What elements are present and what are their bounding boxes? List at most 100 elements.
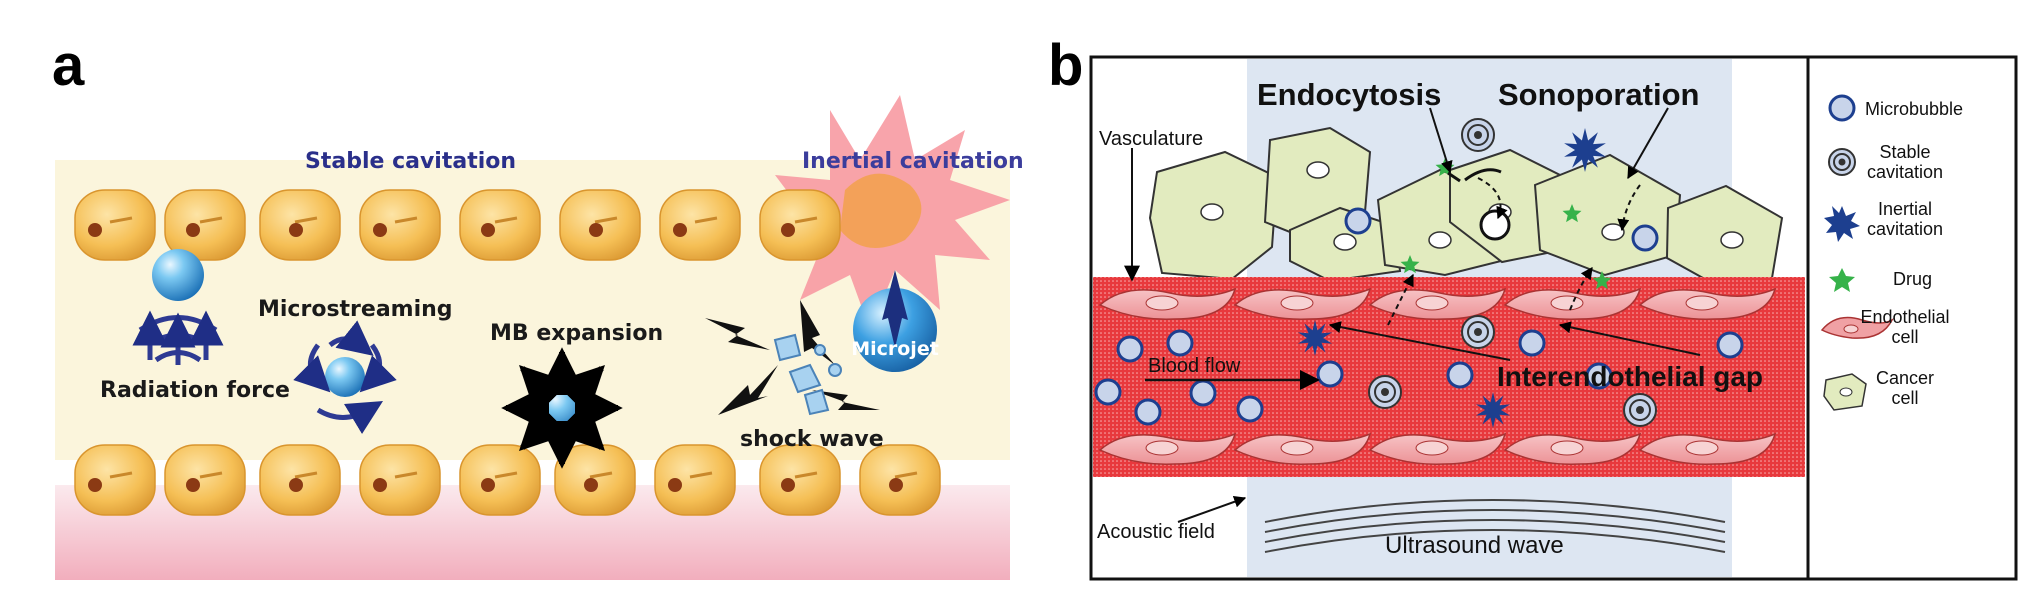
top-endothelial-cell [164, 189, 246, 261]
vasculature-label: Vasculature [1099, 128, 1203, 150]
endothelial-cell-top [1368, 287, 1507, 320]
cancer-cell [1289, 206, 1402, 283]
bottom-endothelial-cell [164, 444, 246, 516]
legend-drug-icon [1829, 268, 1855, 292]
endothelial-cell-top [1503, 287, 1642, 320]
inertial-cavitation-star [1297, 320, 1333, 356]
interendothelial-gap-label: Interendothelial gap [1497, 361, 1763, 392]
radiation-force-waves-icon [132, 310, 224, 365]
legend-cancer-label-2: cell [1891, 388, 1918, 408]
radiation-force-label: Radiation force [100, 378, 290, 403]
microbubble [1134, 398, 1162, 426]
drug-star [1562, 204, 1582, 223]
gap-dashed-arrow [1569, 267, 1593, 311]
legend-microbubble-label: Microbubble [1865, 99, 1963, 119]
expanding-bubble [540, 386, 584, 430]
panel-b: b [1048, 33, 2018, 581]
top-endothelial-cell [659, 189, 741, 261]
microbubble [1344, 207, 1372, 235]
inertial-cavitation-markers [1297, 128, 1606, 428]
inertial-cavitation-star [1475, 392, 1511, 428]
legend-endothelial-cell-icon [1820, 316, 1894, 339]
panel-a-letter: a [52, 33, 85, 98]
legend-inertial-label-2: cavitation [1867, 219, 1943, 239]
ultrasound-wave-arcs [1264, 499, 1726, 553]
endothelial-top-layer [1098, 287, 1777, 320]
microbubble [1166, 329, 1194, 357]
stable-cavitation-bubble [1368, 375, 1402, 409]
bottom-endothelial-cell [554, 444, 636, 516]
bottom-endothelial-cell [359, 444, 441, 516]
bottom-endothelial-cell [74, 444, 156, 516]
stable-cavitation-bubble [1623, 393, 1657, 427]
endocytosis-arrow [1429, 107, 1453, 174]
microstreaming-label: Microstreaming [258, 297, 453, 322]
microbubble [1446, 361, 1474, 389]
endothelial-cell-bottom [1638, 432, 1777, 465]
microbubble [1631, 224, 1659, 252]
microjet-arrow-icon [882, 270, 908, 348]
bottom-cell-row [74, 444, 941, 516]
legend-cancer-label-1: Cancer [1876, 368, 1934, 388]
legend-inertial-cavitation-icon [1824, 206, 1860, 242]
shock-wave-bolts-icon [705, 300, 880, 415]
membrane-invagination [1464, 168, 1502, 182]
radiation-force-bubble [152, 249, 204, 301]
endothelial-cell-top [1638, 287, 1777, 320]
endothelial-cell-bottom [1233, 432, 1372, 465]
blood-microbubbles [1094, 118, 1744, 427]
legend: Microbubble Stable cavitation Inertial c… [1820, 94, 1963, 411]
transcytosis-dashed-arrow [1387, 273, 1414, 326]
cancer-cell-layer [1148, 126, 1784, 285]
bottom-endothelial-cell [654, 444, 736, 516]
endothelial-cell-bottom [1098, 432, 1237, 465]
endocytosis-vesicle [1479, 209, 1511, 241]
legend-stable-label-2: cavitation [1867, 162, 1943, 182]
panel-b-letter: b [1048, 33, 1083, 98]
expansion-arrow [554, 365, 605, 416]
top-cell-row [74, 189, 841, 261]
mb-expansion-label: MB expansion [490, 321, 663, 346]
expansion-arrows-icon [501, 347, 623, 469]
acoustic-field-label: Acoustic field [1097, 521, 1215, 543]
shock-wave-label: shock wave [740, 427, 884, 452]
sonoporation-dashed-arrow [1617, 184, 1641, 232]
legend-endothelial-label-2: cell [1891, 327, 1918, 347]
stable-cavitation-bubble [1461, 118, 1495, 152]
microbubble [1518, 329, 1546, 357]
cancer-cell [1148, 150, 1279, 281]
legend-inertial-label-1: Inertial [1878, 199, 1932, 219]
legend-stable-cavitation-icon [1828, 148, 1856, 176]
panel-a: a Radiation force Microstreaming [52, 33, 1024, 580]
sonoporation-label: Sonoporation [1498, 77, 1699, 112]
endocytosis-dashed-arrow [1477, 177, 1508, 220]
inertial-cavitation-star [1564, 128, 1606, 172]
ruptured-cell-fragment [840, 173, 922, 248]
shock-wave-fragments-icon [773, 333, 842, 416]
microbubble [1316, 360, 1344, 388]
microstreaming-bubble [325, 357, 365, 397]
endothelial-cell-top [1233, 287, 1372, 320]
ultrasound-wave-label: Ultrasound wave [1385, 532, 1564, 559]
endothelial-cell-bottom [1503, 432, 1642, 465]
legend-endothelial-label-1: Endothelial [1860, 307, 1949, 327]
microbubble [1716, 331, 1744, 359]
legend-cancer-cell-icon [1823, 373, 1867, 411]
stable-cavitation-label: Stable cavitation [305, 149, 516, 174]
inertial-cavitation-label: Inertial cavitation [802, 149, 1024, 174]
bottom-endothelial-cell [259, 444, 341, 516]
blood-flow-label: Blood flow [1148, 355, 1241, 377]
gap-arrow-right [1558, 321, 1701, 356]
bottom-endothelial-cell [459, 444, 541, 516]
top-endothelial-cell [74, 189, 156, 261]
top-endothelial-cell [759, 189, 841, 261]
legend-stable-label-1: Stable [1879, 142, 1930, 162]
endothelial-cell-bottom [1368, 432, 1507, 465]
microbubble [1236, 395, 1264, 423]
legend-drug-label: Drug [1893, 269, 1932, 289]
stable-cavitation-bubble [1461, 315, 1495, 349]
endocytosis-label: Endocytosis [1257, 77, 1441, 112]
top-endothelial-cell [459, 189, 541, 261]
top-endothelial-cell [259, 189, 341, 261]
